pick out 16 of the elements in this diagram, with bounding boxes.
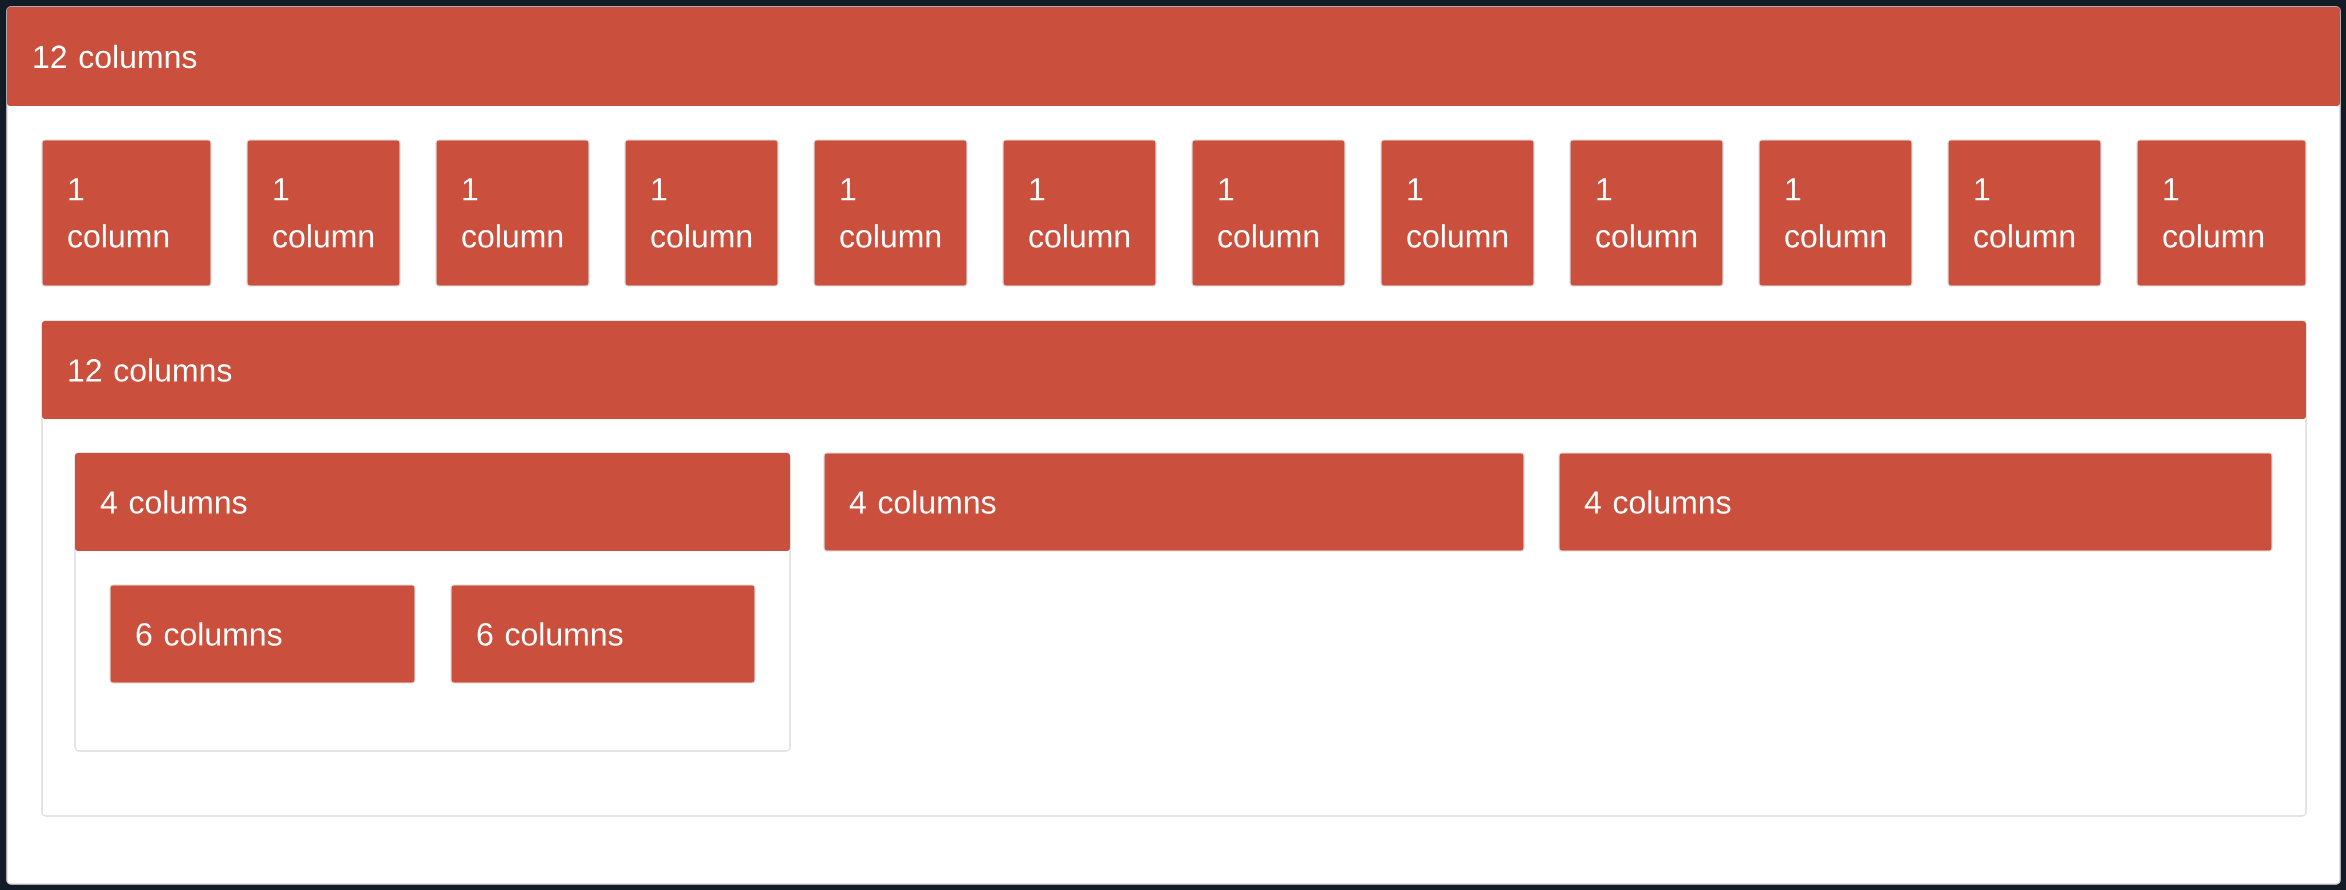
column-box: 1 column: [1002, 139, 1157, 287]
column-box: 1 column: [41, 139, 212, 287]
column-box: 1 column: [1947, 139, 2102, 287]
column-box: 1 column: [1380, 139, 1535, 287]
column-box: 1 column: [246, 139, 401, 287]
column-box: 1 column: [1569, 139, 1724, 287]
column-box: 4 columns: [823, 452, 1525, 552]
column-box: 1 column: [1758, 139, 1913, 287]
column-box: 6 columns: [109, 584, 416, 684]
column-box: 1 column: [2136, 139, 2307, 287]
column-box: 1 column: [435, 139, 590, 287]
column-box: 6 columns: [450, 584, 756, 684]
column-box: 1 column: [1191, 139, 1346, 287]
column-box: 1 column: [624, 139, 779, 287]
column-box: 1 column: [813, 139, 968, 287]
column-box: 4 columns: [1558, 452, 2273, 552]
